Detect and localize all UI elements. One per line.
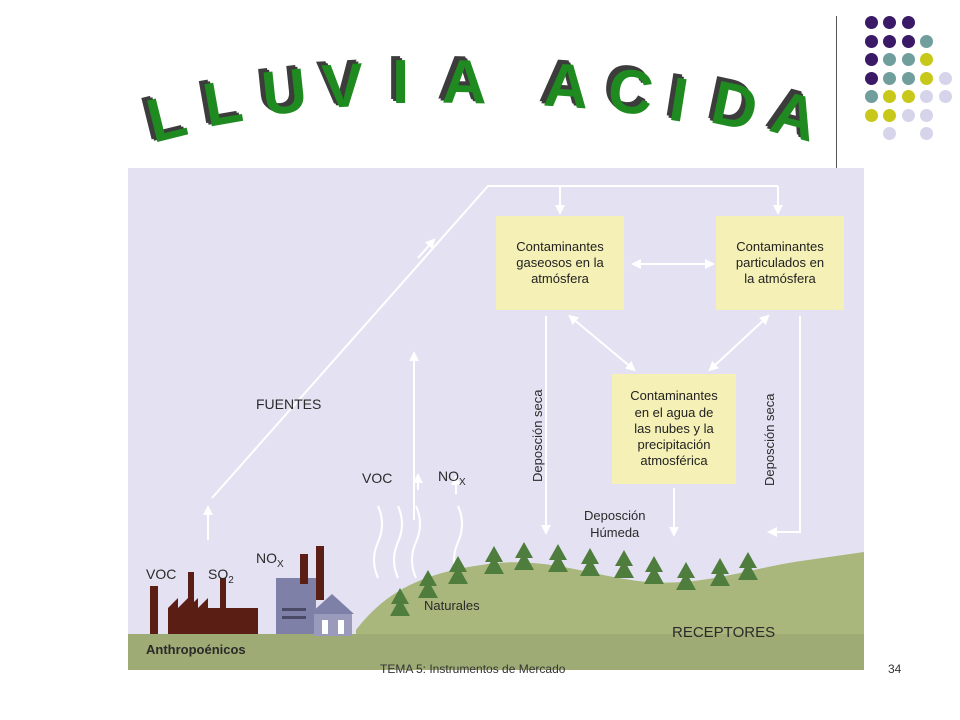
label-voc-natural: VOC <box>362 470 393 486</box>
decorative-dot <box>883 16 896 29</box>
title-letter: I <box>392 48 410 117</box>
decorative-dot <box>883 108 896 122</box>
decorative-dot <box>920 53 933 66</box>
label-so2: SO2 <box>208 566 234 586</box>
decorative-dot <box>938 90 952 103</box>
decorative-dot <box>864 108 878 122</box>
label-dry-deposition-1: Deposción seca <box>530 389 545 483</box>
decorative-dot <box>920 108 933 122</box>
decorative-dot <box>901 90 915 103</box>
box-gaseous-pollutants: Contaminantes gaseosos en la atmósfera <box>496 216 624 310</box>
acid-rain-diagram: Contaminantes gaseosos en la atmósfera C… <box>128 168 864 670</box>
decorative-dot <box>883 53 896 66</box>
fuentes-arrow-line <box>211 185 778 499</box>
decorative-dot <box>920 90 933 103</box>
flow-arrows <box>203 185 801 579</box>
decorative-dot <box>864 71 878 85</box>
label-dry-deposition-2: Deposción seca <box>762 393 777 487</box>
title-letter: L <box>140 80 194 157</box>
decorative-dot <box>938 71 952 85</box>
label-nox-anthropogenic: NOX <box>256 550 284 570</box>
box-cloud-water-pollutants: Contaminantes en el agua de las nubes y … <box>612 374 736 484</box>
label-nox-natural: NOX <box>438 468 466 488</box>
decorative-dot <box>883 90 896 103</box>
label-nox-natural-sub: X <box>459 476 466 488</box>
label-anthropogenic: Anthropoénicos <box>146 642 246 657</box>
title-letter: D <box>705 68 764 145</box>
decorative-dot <box>901 34 915 48</box>
label-receptores: RECEPTORES <box>672 624 776 641</box>
label-wet-deposition: Deposción Húmeda <box>584 508 646 540</box>
title-letter: A <box>441 47 488 118</box>
label-fuentes: FUENTES <box>256 396 322 412</box>
title-letter: L <box>198 66 248 141</box>
label-nox-natural-base: NO <box>438 468 459 484</box>
factory <box>150 572 258 634</box>
label-voc-anthropogenic: VOC <box>146 566 177 582</box>
decorative-dot <box>883 71 896 85</box>
decorative-dot <box>864 90 878 103</box>
label-naturales: Naturales <box>424 598 480 613</box>
label-nox-base: NO <box>256 550 277 566</box>
title-letter: A <box>763 77 826 156</box>
title-letter: I <box>664 65 693 136</box>
ground-strip <box>128 634 864 670</box>
decorative-dot <box>864 53 878 66</box>
decorative-dot <box>883 127 896 140</box>
label-so2-base: SO <box>208 566 229 582</box>
decorative-dot <box>901 53 915 66</box>
decorative-dot <box>920 127 933 140</box>
hills <box>356 552 864 638</box>
vertical-divider <box>836 16 837 168</box>
power-plant <box>276 546 354 636</box>
decorative-dot <box>864 16 878 29</box>
decorative-dot <box>901 108 915 122</box>
title-letter: C <box>604 55 657 130</box>
label-nox-sub: X <box>277 558 284 570</box>
title-letter: U <box>258 55 311 130</box>
title-letter: V <box>320 50 366 123</box>
decorative-dot <box>901 71 915 85</box>
decorative-dot <box>901 16 915 29</box>
label-so2-sub: 2 <box>228 574 234 586</box>
page-number: 34 <box>888 662 902 676</box>
trees <box>390 542 758 616</box>
footer-text: TEMA 5: Instrumentos de Mercado <box>380 662 566 676</box>
decorative-dot <box>864 34 878 48</box>
box-particulate-pollutants: Contaminantes particulados en la atmósfe… <box>716 216 844 310</box>
title-letter: A <box>541 50 592 123</box>
decorative-dot <box>883 34 896 48</box>
decorative-dot <box>920 71 933 85</box>
decorative-dot <box>920 34 933 48</box>
